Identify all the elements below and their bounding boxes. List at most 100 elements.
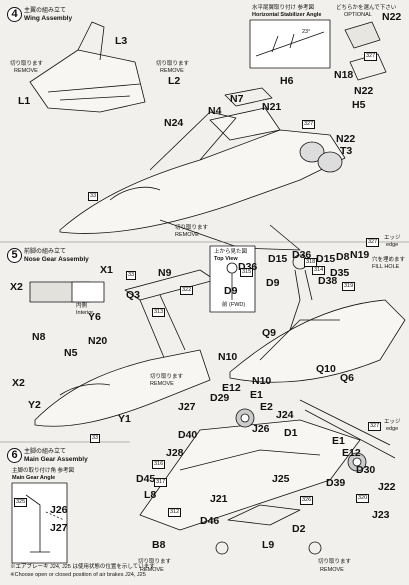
- paint-code: 313: [152, 308, 166, 317]
- optional-part: [344, 21, 381, 49]
- part-label: J24: [276, 409, 294, 421]
- part-label: E2: [260, 401, 273, 413]
- paint-code: 312: [168, 508, 182, 517]
- paint-code: 327: [366, 238, 380, 247]
- fuselage-step5: [229, 299, 406, 383]
- paint-code: 327: [364, 52, 378, 61]
- step-5-title: Nose Gear Assembly: [24, 256, 89, 263]
- part-label: H5: [352, 99, 366, 111]
- part-label: N22: [336, 133, 356, 145]
- remove-note: REMOVE: [14, 68, 38, 74]
- step-5-jp: 前脚の組み立て: [24, 249, 67, 255]
- edge-note: edge: [386, 242, 399, 248]
- part-label: D30: [356, 464, 376, 476]
- part-label: J21: [210, 493, 228, 505]
- remove-note-4: REMOVE: [150, 381, 174, 387]
- part-label: Q10: [316, 363, 336, 375]
- paint-code: 314: [312, 266, 326, 275]
- part-label: T3: [340, 145, 353, 157]
- part-label: Q3: [126, 289, 141, 301]
- paint-code: 319: [342, 282, 356, 291]
- part-label: D8: [336, 251, 350, 263]
- edge-note-jp: エッジ: [384, 235, 401, 241]
- hstab-note-jp: 水平尾翼取り付け 参考図: [252, 5, 315, 11]
- part-label: D39: [326, 477, 346, 489]
- part-label: X2: [10, 281, 23, 293]
- part-label: L3: [115, 35, 128, 47]
- paint-code: 318: [304, 258, 318, 267]
- part-label: L1: [18, 95, 31, 107]
- step-5-number: 5: [7, 248, 22, 263]
- part-label: J26: [252, 423, 270, 435]
- main-gear-angle-callout: [11, 482, 68, 564]
- part-label: J27: [178, 401, 196, 413]
- part-label: Y1: [118, 413, 131, 425]
- top-view-callout: [209, 245, 256, 313]
- remove-note-jp: 切り取ります: [10, 61, 44, 67]
- part-label: N10: [218, 351, 238, 363]
- part-label: D36: [292, 249, 312, 261]
- remove-note-5: REMOVE: [140, 567, 164, 573]
- paint-code: 320: [356, 494, 370, 503]
- part-label: Q6: [340, 372, 355, 384]
- part-label: N21: [262, 101, 282, 113]
- step-6-number: 6: [7, 448, 22, 463]
- paint-code: 316: [152, 460, 166, 469]
- part-label: B8: [152, 539, 166, 551]
- paint-code: 322: [180, 286, 194, 295]
- paint-code: 325: [14, 498, 28, 507]
- part-label: D46: [200, 515, 220, 527]
- part-label: D29: [210, 392, 230, 404]
- part-label: N5: [64, 347, 78, 359]
- part-label: N24: [164, 117, 184, 129]
- part-label: E1: [250, 389, 263, 401]
- part-label: N7: [230, 93, 244, 105]
- interior-note: Interior: [76, 310, 94, 316]
- step-6-jp: 主脚の組み立て: [24, 449, 67, 455]
- edge-note-2: edge: [386, 426, 399, 432]
- main-gear-angle-note: Main Gear Angle: [12, 475, 56, 481]
- part-label: N19: [350, 249, 370, 261]
- fwd-note: 前 (FWD): [222, 302, 246, 308]
- hstab-note: Horizontal Stabilizer Angle: [252, 12, 322, 18]
- step-4-title: Wing Assembly: [24, 15, 73, 22]
- part-label: E12: [342, 447, 361, 459]
- part-label: Y2: [28, 399, 41, 411]
- part-label: N18: [334, 69, 354, 81]
- part-label: N8: [32, 331, 46, 343]
- part-label: N9: [158, 267, 172, 279]
- part-label: D1: [284, 427, 298, 439]
- interior-jp: 内側: [76, 303, 88, 309]
- optional-note: OPTIONAL: [344, 12, 372, 18]
- part-label: N10: [252, 375, 272, 387]
- part-label: N4: [208, 105, 222, 117]
- part-label: D45: [136, 473, 156, 485]
- paint-code: 327: [368, 422, 382, 431]
- remove-note-6: REMOVE: [320, 567, 344, 573]
- part-label: D9: [224, 285, 238, 297]
- part-label: H6: [280, 75, 294, 87]
- step-4-number: 4: [7, 7, 22, 22]
- paint-code: 33: [126, 271, 137, 280]
- part-label: J26: [50, 504, 68, 516]
- remove-note-3-jp: 切り取ります: [175, 225, 209, 231]
- part-label: D38: [318, 275, 338, 287]
- fill-hole-jp: 穴を埋めます: [372, 257, 406, 263]
- part-label: E1: [332, 435, 345, 447]
- part-label: L8: [144, 489, 157, 501]
- footnote-jp: ※エアブレーキ J24, J25 は使用状態の位置を示しています: [10, 564, 155, 570]
- step-4-jp: 主翼の組み立て: [24, 8, 67, 14]
- part-label: E12: [222, 382, 241, 394]
- remove-note-3: REMOVE: [175, 232, 199, 238]
- main-gear-angle-jp: 主脚の取り付け角 参考図: [12, 468, 75, 474]
- part-label: D36: [238, 261, 258, 273]
- paint-code: 317: [154, 478, 168, 487]
- part-label: J22: [378, 481, 396, 493]
- part-label: D2: [292, 523, 306, 535]
- part-label: Q9: [262, 327, 277, 339]
- part-label: N22: [354, 85, 374, 97]
- wing-part: [29, 49, 146, 113]
- angle-label: 23°: [302, 29, 311, 35]
- part-label: N20: [88, 335, 108, 347]
